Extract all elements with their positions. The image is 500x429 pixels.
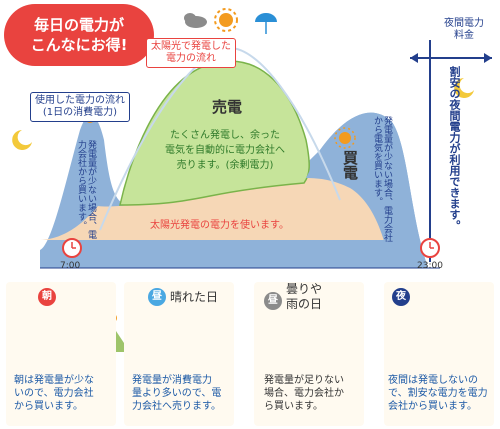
sell-desc-line1: たくさん発電し、余った <box>170 130 280 141</box>
solar-callout-line1: 太陽光で発電した <box>151 41 231 52</box>
card-morning-text1: 朝は発電量が少な <box>14 375 94 386</box>
card-night-text1: 夜間は発電しないの <box>388 375 478 386</box>
sell-description: たくさん発電し、余った 電気を自動的に電力会社へ 売ります。(余剰電力) <box>150 128 300 173</box>
card-night-text2: で、割安な電力を電力 <box>388 388 488 399</box>
card-morning-text: 朝は発電量が少な いので、電力会社 から買います。 <box>14 374 114 413</box>
card-night-text3: 会社から買います。 <box>388 401 477 412</box>
night-rate-label: 夜間電力 料金 <box>436 18 492 42</box>
clock-icon-start <box>62 238 82 258</box>
arrow-right-icon <box>484 53 492 63</box>
self-use-label: 太陽光発電の電力を使います。 <box>150 220 289 231</box>
headline-badge: 毎日の電力が こんなにお得! <box>4 4 154 66</box>
card-cloudy-title1: 曇りや <box>286 282 323 296</box>
solar-callout: 太陽光で発電した 電力の流れ <box>146 38 236 68</box>
sell-label: 売電 <box>212 98 243 116</box>
usage-callout-line1: 使用した電力の流れ <box>35 95 125 106</box>
time-end: 23:00 <box>417 261 443 271</box>
card-sunny-badge: 昼 <box>148 288 166 306</box>
card-sunny-text1: 発電量が消費電力 <box>132 375 212 386</box>
umbrella-icon-top <box>255 13 277 34</box>
evening-area <box>306 112 428 268</box>
card-cloudy-title: 曇りや 雨の日 <box>286 282 322 312</box>
card-night-badge: 夜 <box>392 288 410 306</box>
buy-label: 買電 <box>341 150 359 180</box>
usage-callout: 使用した電力の流れ (1日の消費電力) <box>30 92 130 122</box>
card-morning: 朝 朝は発電量が少な いので、電力会社 から買います。 <box>6 282 116 426</box>
card-cloudy-text3: ら買います。 <box>264 401 323 412</box>
sun-icon-peak <box>334 127 356 149</box>
card-night: 夜 夜間は発電しないの で、割安な電力を電力 会社から買います。 <box>384 282 494 426</box>
card-morning-text2: いので、電力会社 <box>14 388 94 399</box>
clock-icon-end <box>420 238 440 258</box>
card-sunny-text2: 量より多いので、電 <box>132 388 222 399</box>
card-cloudy-text2: 場合、電力会社か <box>264 388 344 399</box>
sun-icon-top <box>214 8 238 32</box>
solar-callout-line2: 電力の流れ <box>166 53 216 64</box>
arrow-left-icon <box>410 53 418 63</box>
card-cloudy-title2: 雨の日 <box>286 297 323 311</box>
surplus-area <box>119 60 310 206</box>
card-daytime-cloudy: 昼 曇りや 雨の日 発電量が足りない 場合、電力会社か ら買います。 <box>254 282 364 426</box>
time-start: 7:00 <box>60 261 81 271</box>
card-sunny-text3: 力会社へ売ります。 <box>132 401 221 412</box>
card-morning-text3: から買います。 <box>14 401 83 412</box>
night-rate-line1: 夜間電力 <box>444 18 484 29</box>
card-cloudy-text: 発電量が足りない 場合、電力会社か ら買います。 <box>264 374 364 413</box>
cloud-icon-top <box>184 13 207 28</box>
card-cloudy-badge: 昼 <box>264 292 282 310</box>
sell-desc-line2: 電気を自動的に電力会社へ <box>165 145 285 156</box>
card-morning-badge: 朝 <box>38 288 56 306</box>
moon-icon-right <box>454 78 474 98</box>
card-cloudy-text1: 発電量が足りない <box>264 375 344 386</box>
sell-desc-line3: 売ります。(余剰電力) <box>176 160 274 171</box>
moon-icon-left <box>12 130 32 150</box>
card-sunny-text: 発電量が消費電力 量より多いので、電 力会社へ売ります。 <box>132 374 240 413</box>
headline-line2: こんなにお得! <box>30 36 128 54</box>
evening-note: 発電量が少ない場合、電力会社から電気を買います。 <box>372 116 392 242</box>
card-night-text: 夜間は発電しないの で、割安な電力を電力 会社から買います。 <box>388 374 498 413</box>
morning-note: 発電量が少ない場合、電力会社から買います。 <box>76 140 96 239</box>
night-rate-line2: 料金 <box>454 30 474 41</box>
headline-line1: 毎日の電力が <box>33 16 124 34</box>
night-rate-note: 割安の夜間電力が利用できます。 <box>448 66 461 231</box>
card-sunny-title: 晴れた日 <box>170 290 219 304</box>
usage-callout-line2: (1日の消費電力) <box>42 107 118 118</box>
card-daytime-sunny: 昼 晴れた日 発電量が消費電力 量より多いので、電 力会社へ売ります。 <box>124 282 234 426</box>
